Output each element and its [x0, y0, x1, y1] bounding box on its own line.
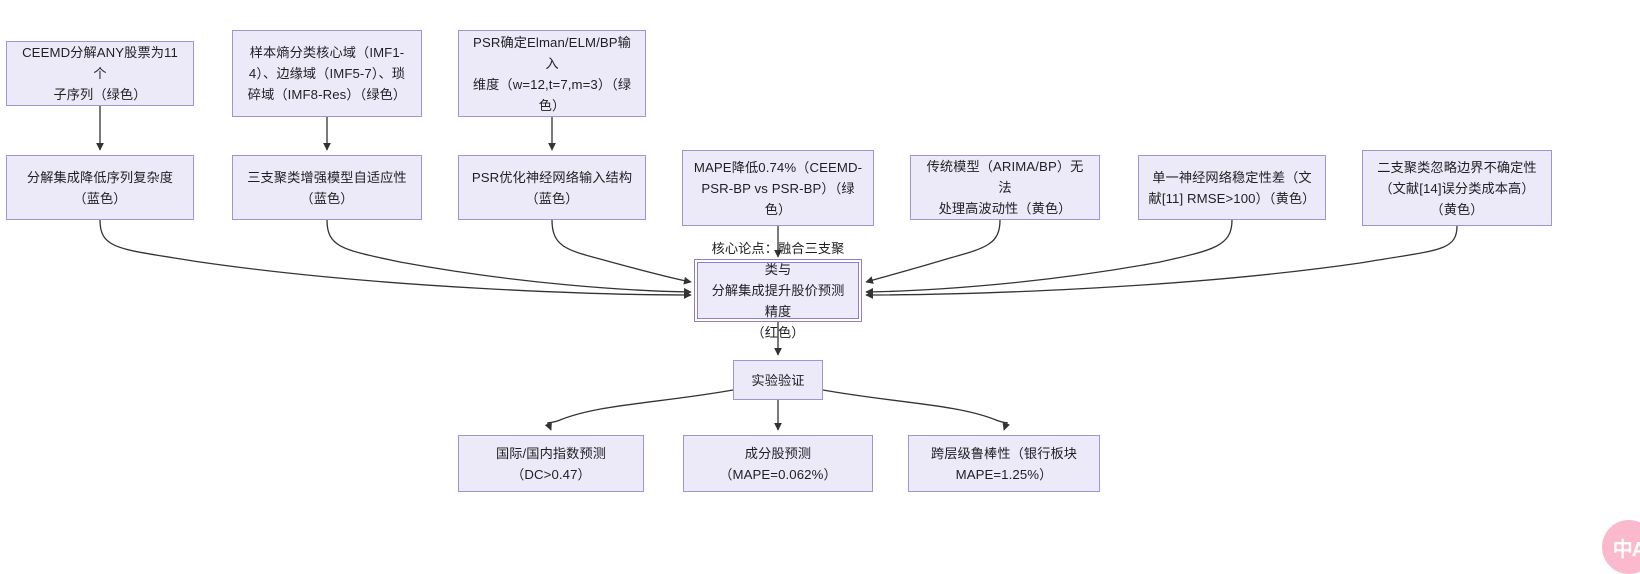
node-traditional-model-limit[interactable]: 传统模型（ARIMA/BP）无法 处理高波动性（黄色）	[910, 155, 1100, 220]
node-psr-optimize-network[interactable]: PSR优化神经网络输入结构 （蓝色）	[458, 155, 646, 220]
edge-exp-r3	[822, 389, 1010, 431]
node-experiment-validation[interactable]: 实验验证	[733, 360, 823, 400]
node-decompose-reduce-complexity[interactable]: 分解集成降低序列复杂度 （蓝色）	[6, 155, 194, 220]
node-label: 实验验证	[751, 372, 805, 388]
node-label: 成分股预测 （MAPE=0.062%）	[719, 445, 837, 482]
edge-n5-core	[326, 219, 692, 296]
node-label: CEEMD分解ANY股票为11个 子序列（绿色）	[22, 45, 178, 102]
node-label: 单一神经网络稳定性差（文 献[11] RMSE>100）（黄色）	[1148, 169, 1316, 206]
node-psr-input-dimension[interactable]: PSR确定Elman/ELM/BP输入 维度（w=12,t=7,m=3）（绿 色…	[458, 30, 646, 117]
node-label: PSR确定Elman/ELM/BP输入 维度（w=12,t=7,m=3）（绿 色…	[472, 34, 632, 113]
node-three-way-clustering-adaptive[interactable]: 三支聚类增强模型自适应性 （蓝色）	[232, 155, 422, 220]
node-sample-entropy-classify[interactable]: 样本熵分类核心域（IMF1- 4）、边缘域（IMF5-7）、琐 碎域（IMF8-…	[232, 30, 422, 117]
watermark-text: 中A	[1612, 538, 1640, 561]
edge-n10-core	[865, 225, 1458, 299]
node-ceemd-decompose[interactable]: CEEMD分解ANY股票为11个 子序列（绿色）	[6, 41, 194, 106]
node-label: 传统模型（ARIMA/BP）无法 处理高波动性（黄色）	[926, 159, 1084, 216]
node-label: 三支聚类增强模型自适应性 （蓝色）	[247, 169, 407, 206]
node-label: 分解集成降低序列复杂度 （蓝色）	[26, 169, 174, 206]
node-label: 跨层级鲁棒性（银行板块 MAPE=1.25%）	[930, 445, 1078, 482]
edge-n6-core	[551, 219, 692, 285]
edge-n8-core	[865, 219, 1001, 284]
node-two-way-clustering-limit[interactable]: 二支聚类忽略边界不确定性 （文献[14]误分类成本高） （黄色）	[1362, 150, 1552, 226]
node-result-index-prediction[interactable]: 国际/国内指数预测 （DC>0.47）	[458, 435, 644, 492]
node-label: 样本熵分类核心域（IMF1- 4）、边缘域（IMF5-7）、琐 碎域（IMF8-…	[247, 45, 407, 102]
edge-n4-core	[99, 219, 692, 299]
node-single-network-instability[interactable]: 单一神经网络稳定性差（文 献[11] RMSE>100）（黄色）	[1138, 155, 1326, 220]
node-label: 二支聚类忽略边界不确定性 （文献[14]误分类成本高） （黄色）	[1377, 159, 1537, 217]
edge-exp-r1	[544, 389, 734, 431]
node-label: PSR优化神经网络输入结构 （蓝色）	[471, 169, 633, 206]
node-label: 核心论点：融合三支聚类与 分解集成提升股价预测精度 （红色）	[711, 241, 845, 340]
node-mape-reduction[interactable]: MAPE降低0.74%（CEEMD- PSR-BP vs PSR-BP）（绿 色…	[682, 150, 874, 226]
watermark-badge: 中A	[1602, 520, 1640, 574]
node-result-constituent-stock[interactable]: 成分股预测 （MAPE=0.062%）	[683, 435, 873, 492]
edge-n9-core	[865, 219, 1233, 296]
node-result-cross-level-robustness[interactable]: 跨层级鲁棒性（银行板块 MAPE=1.25%）	[908, 435, 1100, 492]
node-label: 国际/国内指数预测 （DC>0.47）	[495, 445, 607, 482]
node-core-thesis[interactable]: 核心论点：融合三支聚类与 分解集成提升股价预测精度 （红色）	[694, 241, 862, 340]
node-label: MAPE降低0.74%（CEEMD- PSR-BP vs PSR-BP）（绿 色…	[693, 159, 863, 217]
